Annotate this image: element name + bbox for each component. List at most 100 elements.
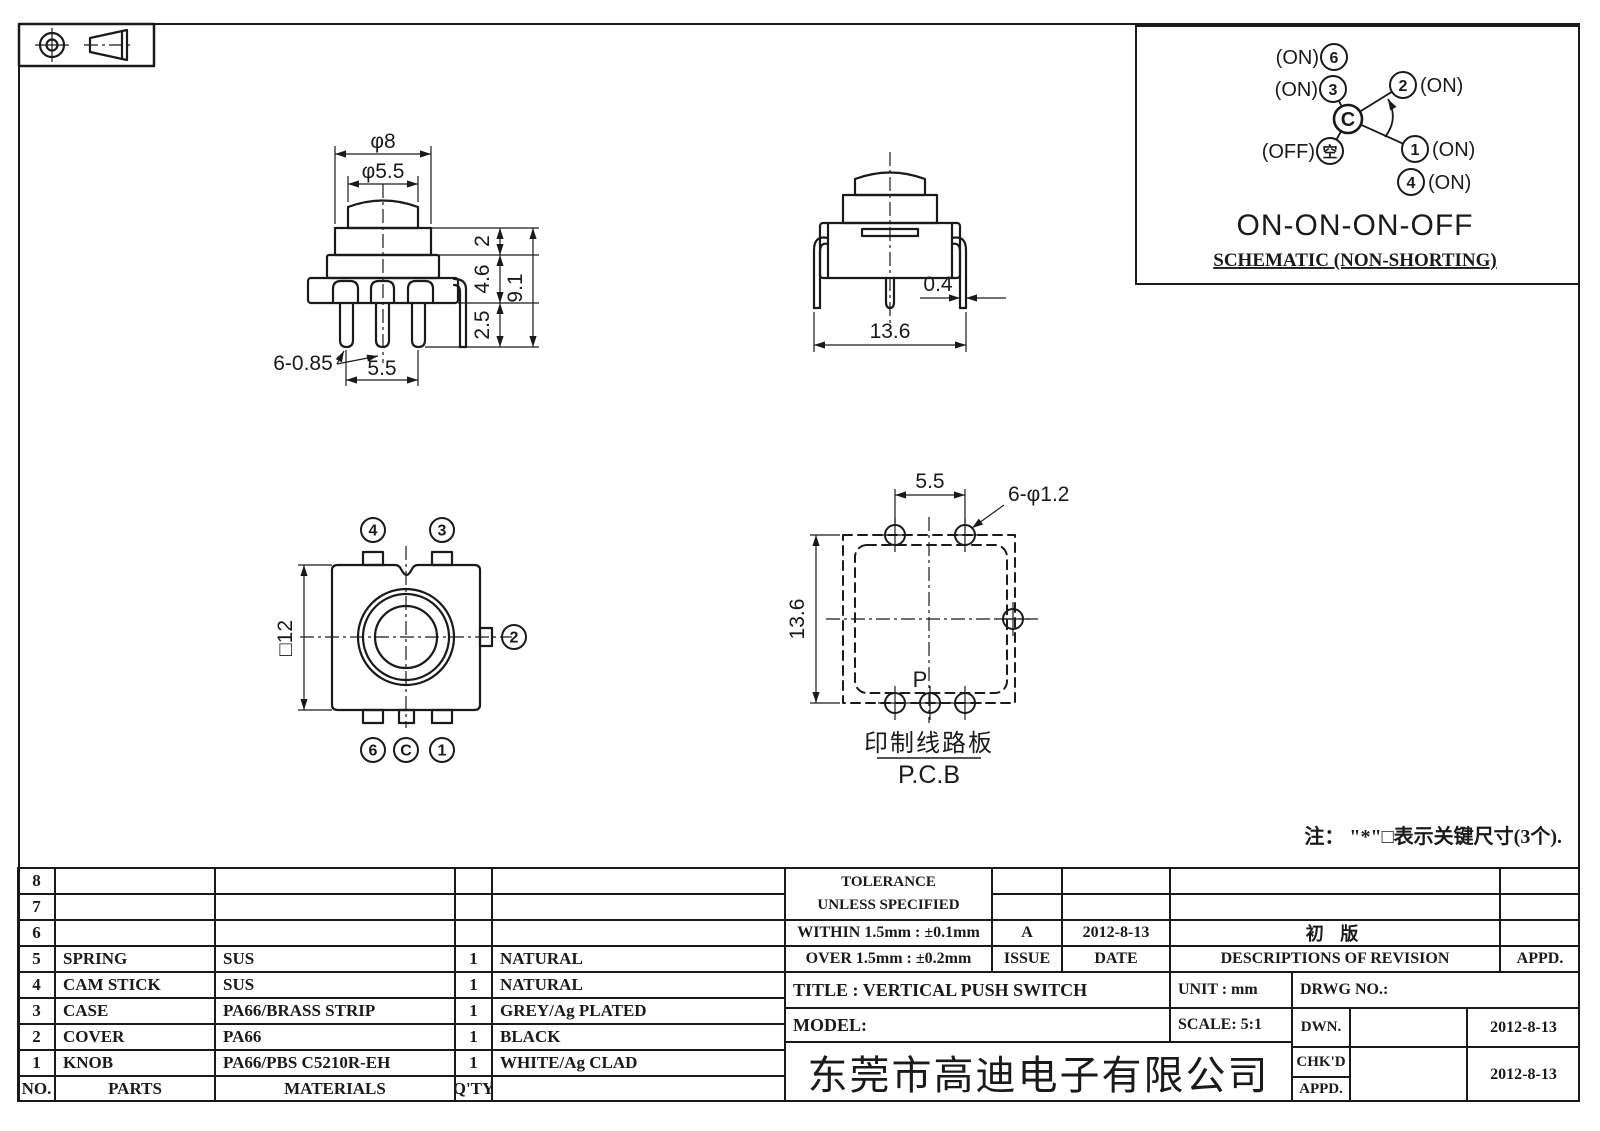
front-view-body: [306, 199, 468, 349]
header-parts: PARTS: [55, 1076, 215, 1102]
parts-row-material: PA66/BRASS STRIP: [215, 998, 455, 1024]
scale-field: SCALE: 5:1: [1170, 1008, 1292, 1042]
parts-row-color: NATURAL: [492, 972, 785, 998]
dim-overall-width-label: 13.6: [870, 320, 911, 343]
side-wire-right: [950, 236, 968, 310]
tolerance-line1: TOLERANCE: [841, 873, 936, 890]
parts-row-no: 5: [18, 946, 55, 972]
revision-appd-empty: [1500, 868, 1580, 894]
schematic-subtitle: SCHEMATIC (NON-SHORTING): [1213, 250, 1496, 271]
terminal-1: 1: [1411, 142, 1420, 159]
parts-row-no: 3: [18, 998, 55, 1024]
pcb-view: 5.5 6-φ1.2 13.6 P 印制线路板 P.C.B: [786, 470, 1069, 789]
revision-description-value: 初 版: [1170, 920, 1500, 946]
key-dimension-note: 注： "*"□表示关键尺寸(3个).: [1304, 826, 1562, 848]
label-on-1: (ON): [1432, 139, 1475, 161]
label-on-4: (ON): [1428, 172, 1471, 194]
dim-hole-pitch-label: 5.5: [915, 470, 944, 493]
label-on-2: (ON): [1420, 75, 1463, 97]
front-view-dim-lines: [334, 146, 539, 386]
side-view-dim-lines: [813, 152, 1006, 352]
pcb-point-label: P: [913, 667, 928, 692]
header-qty: Q'TY: [455, 1076, 492, 1102]
dim-pin-pitch-label: 5.5: [367, 357, 396, 380]
header-no: NO.: [18, 1076, 55, 1102]
schematic-box: 6 3 2 C 空 1 4 (ON) (ON) (ON) (OFF) (ON) …: [1135, 25, 1580, 285]
side-view: 0.4 13.6: [812, 152, 1006, 352]
parts-row-material: PA66: [215, 1024, 455, 1050]
date-label: DATE: [1062, 946, 1170, 972]
parts-row-color: BLACK: [492, 1024, 785, 1050]
parts-row-no: 4: [18, 972, 55, 998]
pcb-dim-lines: [810, 489, 1038, 759]
pcb-caption-en: P.C.B: [898, 761, 960, 789]
parts-row-color: [492, 868, 785, 894]
parts-row-name: [55, 894, 215, 920]
parts-row-material: SUS: [215, 972, 455, 998]
parts-row-name: CAM STICK: [55, 972, 215, 998]
issue-value: A: [992, 920, 1062, 946]
dim-outer-diameter-label: φ8: [370, 130, 395, 153]
revision-appd-label: APPD.: [1500, 946, 1580, 972]
schematic-lines: [1335, 91, 1404, 145]
parts-row-name: SPRING: [55, 946, 215, 972]
top-pin-6: 6: [369, 743, 378, 760]
parts-row-material: [215, 894, 455, 920]
drawing-title: TITLE : VERTICAL PUSH SWITCH: [785, 972, 1170, 1008]
top-pin-1: 1: [438, 743, 447, 760]
issue-date-value: 2012-8-13: [1062, 920, 1170, 946]
terminal-6: 6: [1330, 50, 1339, 67]
issue-empty-cell: [992, 894, 1062, 920]
terminal-3: 3: [1329, 82, 1338, 99]
chkd-label: CHK'D: [1292, 1047, 1350, 1077]
dim-pin-spec-label: 6-0.85: [273, 352, 333, 375]
dim-wire-width-label: 0.4: [923, 273, 953, 296]
pcb-caption-cn: 印制线路板: [864, 730, 994, 757]
dwn-signature: [1350, 1008, 1467, 1047]
appd-label: APPD.: [1292, 1077, 1350, 1102]
front-bracket-pin: [452, 277, 468, 349]
title-block-table: 8 7 6 5 SPRING SUS 1 NATURAL 4 CAM STICK…: [17, 867, 1580, 1102]
parts-row-material: [215, 868, 455, 894]
parts-row-qty: 1: [455, 1024, 492, 1050]
issue-empty-cell: [992, 868, 1062, 894]
parts-row-no: 7: [18, 894, 55, 920]
top-pin-3: 3: [438, 523, 447, 540]
dim-total-height-label: 9.1: [504, 273, 527, 302]
parts-row-no: 2: [18, 1024, 55, 1050]
dim-collar-height-label: 2: [471, 235, 494, 247]
parts-row-color: [492, 920, 785, 946]
issue-label: ISSUE: [992, 946, 1062, 972]
dim-knob-diameter-label: φ5.5: [362, 160, 405, 183]
header-color: [492, 1076, 785, 1102]
front-view: φ8 φ5.5 2 4.6 2.5 9.1 6-0.85 5.5: [273, 130, 539, 386]
revision-empty-row: [1170, 868, 1500, 894]
revision-empty-row: [1170, 894, 1500, 920]
parts-row-material: [215, 920, 455, 946]
revision-appd-empty: [1500, 920, 1580, 946]
revision-appd-empty: [1500, 894, 1580, 920]
switch-mode-title: ON-ON-ON-OFF: [1237, 209, 1474, 242]
projection-cone-icon: [84, 28, 134, 62]
top-pin-2: 2: [510, 630, 519, 647]
dwn-label: DWN.: [1292, 1008, 1350, 1047]
parts-row-no: 6: [18, 920, 55, 946]
tolerance-over: OVER 1.5mm : ±0.2mm: [785, 946, 992, 972]
parts-row-name: KNOB: [55, 1050, 215, 1076]
top-view: 4 3 2 6 C 1 □12: [274, 517, 527, 763]
tolerance-header: TOLERANCE UNLESS SPECIFIED: [785, 868, 992, 920]
dim-body-height-label: 4.6: [471, 264, 494, 293]
date-empty-cell: [1062, 868, 1170, 894]
label-on-6: (ON): [1276, 47, 1319, 69]
parts-row-name: CASE: [55, 998, 215, 1024]
parts-row-name: [55, 868, 215, 894]
parts-row-material: PA66/PBS C5210R-EH: [215, 1050, 455, 1076]
parts-row-color: [492, 894, 785, 920]
schematic-diagram: 6 3 2 C 空 1 4 (ON) (ON) (ON) (OFF) (ON) …: [1213, 43, 1497, 271]
projection-symbol-box: [17, 22, 156, 68]
header-materials: MATERIALS: [215, 1076, 455, 1102]
terminal-common: C: [1341, 109, 1355, 131]
dim-hole-spec-label: 6-φ1.2: [1008, 483, 1069, 506]
label-on-3: (ON): [1275, 79, 1318, 101]
